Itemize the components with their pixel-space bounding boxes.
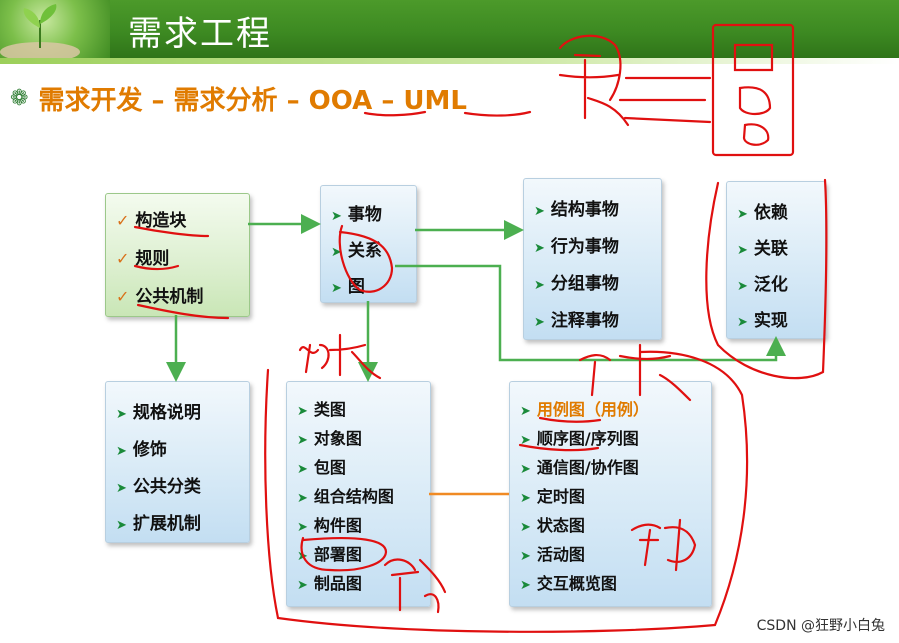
list-item: ➤修饰 — [116, 440, 167, 460]
arrow-bullet-icon: ➤ — [331, 245, 342, 260]
arrow-relations-to-relationtypes — [395, 264, 786, 362]
handwritten-jiegou — [298, 333, 382, 380]
connector-lines — [618, 76, 712, 124]
plant-icon — [0, 4, 80, 58]
arrow-bullet-icon: ➤ — [331, 281, 342, 296]
list-item: ➤顺序图/序列图 — [520, 429, 639, 448]
underline-ooa — [363, 110, 427, 117]
list-item: ➤活动图 — [520, 545, 585, 564]
arrow-bullet-icon: ➤ — [520, 549, 531, 564]
underline-mechanism — [136, 303, 230, 320]
list-item: ➤注释事物 — [534, 311, 619, 331]
green-connectors — [166, 214, 786, 382]
handwritten-jing — [383, 558, 447, 614]
arrow-bullet-icon: ➤ — [520, 433, 531, 448]
header-divider — [0, 58, 899, 64]
arrow-bullet-icon: ➤ — [116, 481, 127, 496]
list-item: ➤状态图 — [520, 516, 585, 535]
arrow-bullet-icon: ➤ — [520, 462, 531, 477]
arrow-bullet-icon: ➤ — [297, 404, 308, 419]
list-item: ➤交互概览图 — [520, 574, 617, 593]
check-icon: ✓ — [116, 211, 130, 230]
list-item: ➤定时图 — [520, 487, 585, 506]
list-item: ✓规则 — [116, 249, 170, 269]
list-item: ➤行为事物 — [534, 237, 619, 257]
arrow-bullet-icon: ➤ — [737, 279, 748, 294]
circle-structural-group — [264, 350, 749, 633]
handwritten-xingwei — [578, 343, 692, 402]
arrow-bullet-icon: ➤ — [297, 462, 308, 477]
circle-relations-group — [705, 178, 828, 380]
handwritten-pin — [733, 43, 774, 146]
underline-usecase — [538, 416, 602, 423]
mechanisms-box: ➤规格说明 ➤修饰 ➤公共分类 ➤扩展机制 — [105, 381, 250, 543]
red-handwriting — [133, 23, 828, 633]
building-blocks-box: ✓构造块 ✓规则 ✓公共机制 — [105, 193, 250, 317]
arrow-bullet-icon: ➤ — [116, 444, 127, 459]
check-icon: ✓ — [116, 287, 130, 306]
things-relations-diagrams-box: ➤事物 ➤关系 ➤图 — [320, 185, 417, 303]
arrow-bullet-icon: ➤ — [520, 491, 531, 506]
list-item: ➤关系 — [331, 241, 382, 261]
handwritten-box-pin — [711, 23, 795, 157]
list-item: ➤公共分类 — [116, 477, 201, 497]
circle-deployment — [300, 536, 388, 572]
arrow-bullet-icon: ➤ — [116, 407, 127, 422]
underline-sequence — [518, 443, 600, 452]
arrow-bullet-icon: ➤ — [737, 207, 748, 222]
watermark: CSDN @狂野小白兔 — [756, 618, 885, 634]
list-item: ➤分组事物 — [534, 274, 619, 294]
arrow-bullet-icon: ➤ — [297, 578, 308, 593]
arrow-bullet-icon: ➤ — [331, 209, 342, 224]
arrow-bullet-icon: ➤ — [520, 404, 531, 419]
list-item: ➤通信图/协作图 — [520, 458, 639, 477]
handwritten-min — [558, 34, 630, 127]
subtitle: ❁ 需求开发 – 需求分析 – OOA – UML — [10, 80, 467, 116]
list-item: ➤结构事物 — [534, 200, 619, 220]
underline-block — [133, 225, 210, 238]
list-item: ➤包图 — [297, 458, 346, 477]
list-item: ➤构件图 — [297, 516, 362, 535]
subtitle-text: 需求开发 – 需求分析 – OOA – UML — [38, 85, 467, 116]
check-icon: ✓ — [116, 249, 130, 268]
arrow-bullet-icon: ➤ — [534, 204, 545, 219]
list-item: ➤依赖 — [737, 203, 788, 223]
relations-box: ➤依赖 ➤关联 ➤泛化 ➤实现 — [726, 181, 826, 339]
list-item: ➤规格说明 — [116, 403, 201, 423]
list-item: ➤制品图 — [297, 574, 362, 593]
arrow-bullet-icon: ➤ — [737, 315, 748, 330]
list-item: ➤对象图 — [297, 429, 362, 448]
list-item: ✓构造块 — [116, 211, 187, 231]
list-item: ➤泛化 — [737, 275, 788, 295]
arrow-bullet-icon: ➤ — [520, 520, 531, 535]
arrow-bullet-icon: ➤ — [297, 491, 308, 506]
arrow-bullet-icon: ➤ — [520, 578, 531, 593]
arrow-bullet-icon: ➤ — [737, 243, 748, 258]
list-item: ➤类图 — [297, 400, 346, 419]
flower-bullet-icon: ❁ — [10, 85, 29, 111]
list-item: ➤事物 — [331, 205, 382, 225]
arrow-bullet-icon: ➤ — [116, 518, 127, 533]
arrow-bullet-icon: ➤ — [297, 520, 308, 535]
underline-rules — [133, 264, 180, 271]
list-item: ➤关联 — [737, 239, 788, 259]
list-item: ✓公共机制 — [116, 287, 204, 307]
circle-relations — [338, 224, 394, 293]
leaf-logo-image — [0, 0, 110, 58]
underline-uml — [463, 110, 532, 117]
handwritten-dong — [630, 518, 697, 572]
things-box: ➤结构事物 ➤行为事物 ➤分组事物 ➤注释事物 — [523, 178, 662, 340]
header-bar: 需求工程 — [0, 0, 899, 58]
page-title: 需求工程 — [128, 14, 272, 54]
list-item: ➤实现 — [737, 311, 788, 331]
arrow-bullet-icon: ➤ — [534, 278, 545, 293]
arrow-bullet-icon: ➤ — [534, 241, 545, 256]
arrow-bullet-icon: ➤ — [297, 433, 308, 448]
arrow-bullet-icon: ➤ — [534, 315, 545, 330]
list-item: ➤组合结构图 — [297, 487, 394, 506]
list-item: ➤扩展机制 — [116, 514, 201, 534]
list-item: ➤用例图（用例） — [520, 400, 649, 419]
